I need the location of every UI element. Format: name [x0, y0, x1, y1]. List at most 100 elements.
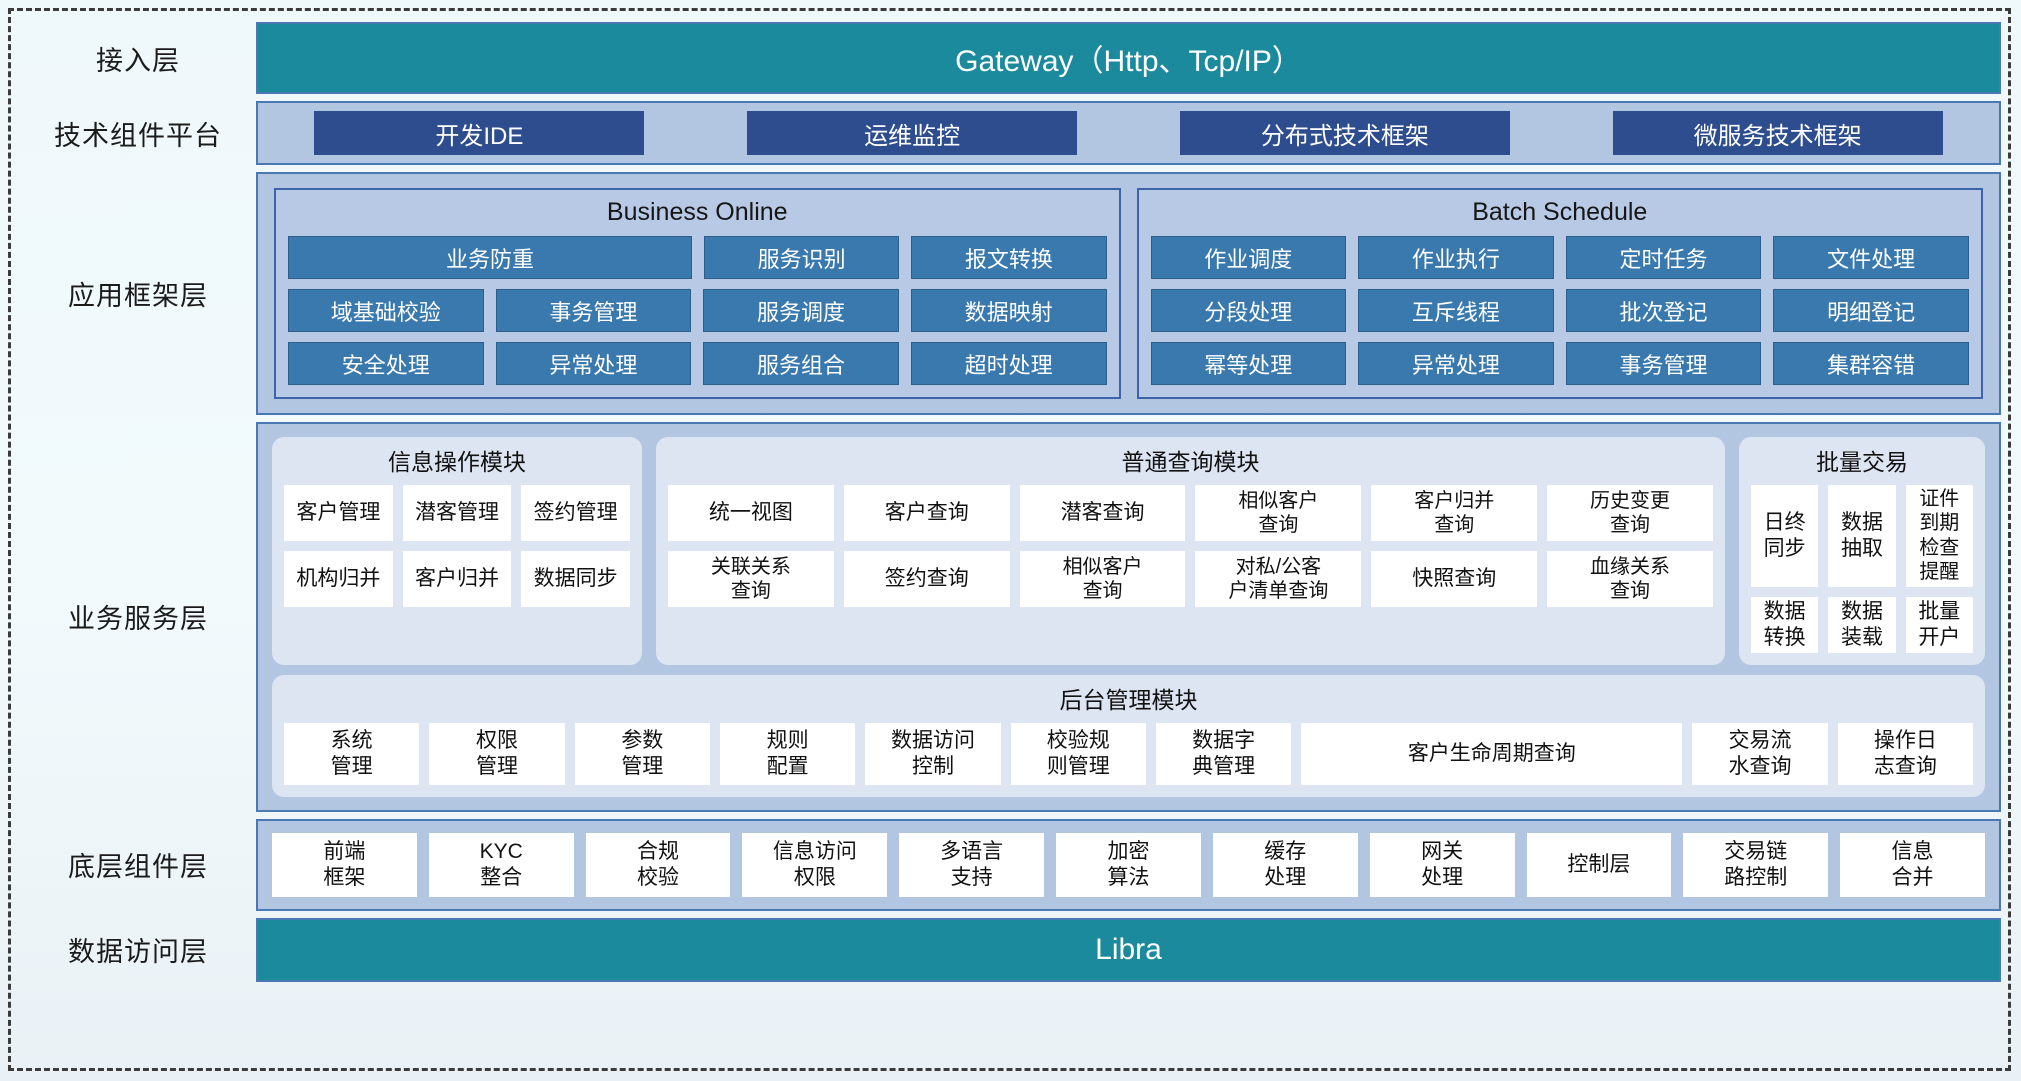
service-chip-batch-0-1[interactable]: 数据抽取: [1828, 485, 1896, 587]
service-chip-info-0-1[interactable]: 潜客管理: [402, 485, 512, 541]
framework-chip-1-2-1[interactable]: 异常处理: [1358, 342, 1554, 385]
framework-chip-1-0-2[interactable]: 定时任务: [1565, 236, 1762, 279]
tech-chip-3[interactable]: 微服务技术框架: [1612, 111, 1943, 155]
service-group-info: 信息操作模块客户管理潜客管理签约管理机构归并客户归并数据同步: [272, 437, 642, 665]
service-chip-query-1-1[interactable]: 签约查询: [843, 551, 1010, 607]
framework-chip-1-1-1[interactable]: 互斥线程: [1358, 289, 1554, 332]
service-chip-batch-0-0[interactable]: 日终同步: [1751, 485, 1819, 587]
layer-label-access: 接入层: [96, 45, 180, 76]
service-chip-info-0-2[interactable]: 签约管理: [521, 485, 631, 541]
layer-label-tech-platform: 技术组件平台: [54, 120, 222, 151]
framework-chip-0-0-1[interactable]: 服务识别: [703, 236, 900, 279]
backoffice-chip-7[interactable]: 客户生命周期查询: [1301, 722, 1683, 785]
service-chip-query-0-2[interactable]: 潜客查询: [1019, 485, 1186, 541]
framework-chip-1-1-3[interactable]: 明细登记: [1773, 289, 1969, 332]
service-row-info-1: 机构归并客户归并数据同步: [284, 551, 631, 607]
framework-chip-1-1-2[interactable]: 批次登记: [1565, 289, 1762, 332]
backoffice-chip-3[interactable]: 规则配置: [719, 722, 856, 785]
layer-data-access: 数据访问层 Libra: [20, 917, 2001, 982]
base-component-chip-2[interactable]: 合规校验: [585, 832, 731, 897]
diagram-border: [8, 8, 2011, 1071]
service-chip-info-1-0[interactable]: 机构归并: [284, 551, 393, 607]
service-chip-info-0-0[interactable]: 客户管理: [284, 485, 393, 541]
framework-chip-1-2-3[interactable]: 集群容错: [1773, 342, 1969, 385]
app-framework-group-1: Batch Schedule 作业调度作业执行定时任务文件处理分段处理互斥线程批次…: [1136, 188, 1983, 399]
framework-chip-0-0-0[interactable]: 业务防重: [288, 236, 692, 279]
service-chip-query-1-4[interactable]: 快照查询: [1371, 551, 1538, 607]
framework-chip-0-0-2[interactable]: 报文转换: [911, 236, 1107, 279]
base-component-chip-5[interactable]: 加密算法: [1056, 832, 1201, 897]
backoffice-chip-8[interactable]: 交易流水查询: [1692, 722, 1828, 785]
base-component-chip-3[interactable]: 信息访问权限: [742, 832, 888, 897]
app-framework-row-0-1: 域基础校验事务管理服务调度数据映射: [288, 289, 1107, 332]
base-component-chip-6[interactable]: 缓存处理: [1212, 832, 1358, 897]
framework-chip-1-1-0[interactable]: 分段处理: [1150, 289, 1347, 332]
service-chip-query-1-0[interactable]: 关联关系查询: [668, 551, 834, 607]
backoffice-chip-4[interactable]: 数据访问控制: [865, 722, 1001, 785]
framework-chip-0-2-1[interactable]: 异常处理: [495, 342, 692, 385]
backoffice-chip-2[interactable]: 参数管理: [574, 722, 710, 785]
backoffice-chip-5[interactable]: 校验规则管理: [1010, 722, 1146, 785]
service-chip-query-1-2[interactable]: 相似客户查询: [1019, 551, 1186, 607]
framework-chip-0-2-2[interactable]: 服务组合: [703, 342, 899, 385]
service-chip-query-0-3[interactable]: 相似客户查询: [1195, 485, 1362, 541]
libra-bar[interactable]: Libra: [256, 917, 2001, 982]
framework-chip-1-0-3[interactable]: 文件处理: [1773, 236, 1969, 279]
framework-chip-0-2-0[interactable]: 安全处理: [288, 342, 484, 385]
framework-chip-1-2-2[interactable]: 事务管理: [1565, 342, 1762, 385]
framework-chip-1-2-0[interactable]: 幂等处理: [1150, 342, 1347, 385]
backoffice-chip-0[interactable]: 系统管理: [284, 722, 420, 785]
service-chip-query-1-5[interactable]: 血缘关系查询: [1547, 551, 1713, 607]
framework-chip-0-1-2[interactable]: 服务调度: [703, 289, 899, 332]
service-chip-batch-1-0[interactable]: 数据转换: [1751, 596, 1819, 653]
service-chip-query-0-0[interactable]: 统一视图: [668, 485, 834, 541]
service-group-batch: 批量交易日终同步数据抽取证件到期检查提醒数据转换数据装载批量开户: [1739, 437, 1985, 665]
app-framework-row-1-1: 分段处理互斥线程批次登记明细登记: [1150, 289, 1969, 332]
layer-business-service: 业务服务层 信息操作模块客户管理潜客管理签约管理机构归并客户归并数据同步普通查询…: [20, 422, 2001, 812]
layer-access: 接入层 Gateway（Http、Tcp/IP）: [20, 22, 2001, 94]
service-group-title-backoffice: 后台管理模块: [1059, 686, 1198, 713]
service-chip-batch-1-1[interactable]: 数据装载: [1828, 596, 1896, 653]
service-group-title-query: 普通查询模块: [1121, 449, 1260, 475]
base-component-chip-0[interactable]: 前端框架: [272, 832, 417, 897]
base-component-chip-7[interactable]: 网关处理: [1369, 832, 1515, 897]
service-chip-batch-1-2[interactable]: 批量开户: [1905, 596, 1973, 653]
layer-label-base-component: 底层组件层: [68, 852, 208, 883]
service-row-query-0: 统一视图客户查询潜客查询相似客户查询客户归并查询历史变更查询: [668, 485, 1713, 541]
base-component-chip-8[interactable]: 控制层: [1526, 832, 1672, 897]
service-chip-query-0-4[interactable]: 客户归并查询: [1371, 485, 1538, 541]
app-framework-group-title-1: Batch Schedule: [1472, 198, 1648, 226]
tech-platform-panel: 开发IDE 运维监控 分布式技术框架 微服务技术框架: [256, 101, 2001, 165]
service-chip-query-0-1[interactable]: 客户查询: [843, 485, 1010, 541]
app-framework-rows-1: 作业调度作业执行定时任务文件处理分段处理互斥线程批次登记明细登记幂等处理异常处理…: [1150, 236, 1969, 385]
framework-chip-0-1-3[interactable]: 数据映射: [910, 289, 1107, 332]
framework-chip-0-1-1[interactable]: 事务管理: [495, 289, 692, 332]
tech-chip-1[interactable]: 运维监控: [747, 111, 1078, 155]
base-component-chip-10[interactable]: 信息合并: [1840, 832, 1985, 897]
service-rows-info: 客户管理潜客管理签约管理机构归并客户归并数据同步: [284, 485, 631, 607]
framework-chip-0-1-0[interactable]: 域基础校验: [288, 289, 484, 332]
base-component-chip-4[interactable]: 多语言支持: [899, 832, 1045, 897]
tech-chip-2[interactable]: 分布式技术框架: [1179, 111, 1510, 155]
service-row-batch-0: 日终同步数据抽取证件到期检查提醒: [1751, 485, 1973, 587]
gateway-bar[interactable]: Gateway（Http、Tcp/IP）: [256, 22, 2001, 94]
service-group-query: 普通查询模块统一视图客户查询潜客查询相似客户查询客户归并查询历史变更查询关联关系…: [656, 437, 1725, 665]
tech-chip-0[interactable]: 开发IDE: [314, 111, 645, 155]
framework-chip-1-0-0[interactable]: 作业调度: [1150, 236, 1347, 279]
layer-label-business-service: 业务服务层: [68, 604, 208, 635]
framework-chip-1-0-1[interactable]: 作业执行: [1358, 236, 1554, 279]
service-chip-query-0-5[interactable]: 历史变更查询: [1547, 485, 1713, 541]
framework-chip-0-2-3[interactable]: 超时处理: [910, 342, 1107, 385]
service-chip-info-1-1[interactable]: 客户归并: [402, 551, 512, 607]
service-chip-query-1-3[interactable]: 对私/公客户清单查询: [1195, 551, 1362, 607]
backoffice-chip-1[interactable]: 权限管理: [429, 722, 565, 785]
service-chip-batch-0-2[interactable]: 证件到期检查提醒: [1905, 485, 1973, 587]
service-chip-info-1-2[interactable]: 数据同步: [521, 551, 631, 607]
base-component-chip-9[interactable]: 交易链路控制: [1683, 832, 1829, 897]
backoffice-chip-9[interactable]: 操作日志查询: [1837, 722, 1973, 785]
backoffice-chip-6[interactable]: 数据字典管理: [1155, 722, 1292, 785]
